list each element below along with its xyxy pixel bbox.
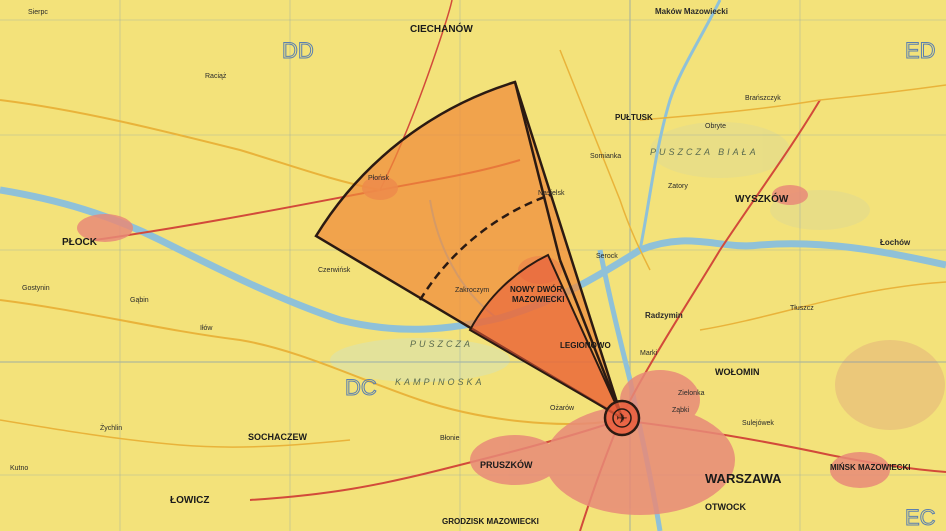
approach-sector bbox=[314, 80, 625, 421]
region-labels: DD ED DC EC bbox=[282, 38, 937, 531]
town-label: Kutno bbox=[10, 465, 28, 472]
town-label: Gostynin bbox=[22, 285, 50, 292]
city-minsk: MIŃSK MAZOWIECKI bbox=[830, 463, 910, 472]
city-labels: CIECHANÓW PŁOCK WYSZKÓW NOWY DWÓR MAZOWI… bbox=[62, 7, 911, 526]
city-plock: PŁOCK bbox=[62, 237, 98, 248]
city-lowicz: ŁOWICZ bbox=[170, 495, 209, 506]
region-label-ec: EC bbox=[905, 505, 936, 530]
city-radzymin: Radzymin bbox=[645, 311, 683, 320]
town-label: Tłuszcz bbox=[790, 305, 814, 312]
city-wyszkow: WYSZKÓW bbox=[735, 192, 789, 205]
airplane-icon: ✈ bbox=[616, 410, 628, 426]
town-labels: Sierpc Raciąż Płońsk Nasielsk Serock Zak… bbox=[10, 9, 814, 472]
city-grodzisk: GRODZISK MAZOWIECKI bbox=[442, 517, 539, 526]
town-label: Nasielsk bbox=[538, 190, 565, 197]
city-otwock: OTWOCK bbox=[705, 502, 746, 512]
forest-label-puszcza: PUSZCZA bbox=[410, 339, 473, 349]
forest-labels: PUSZCZA BIAŁA PUSZCZA KAMPINOSKA bbox=[395, 147, 759, 387]
airport-marker[interactable]: ✈ bbox=[603, 399, 641, 437]
town-label: Zatory bbox=[668, 183, 688, 190]
city-nowy-dwor-2: MAZOWIECKI bbox=[512, 295, 564, 304]
town-label: Somianka bbox=[590, 153, 621, 160]
town-label: Czerwińsk bbox=[318, 267, 351, 274]
town-label: Obryte bbox=[705, 123, 726, 130]
region-label-ed: ED bbox=[905, 38, 936, 63]
city-makow: Maków Mazowiecki bbox=[655, 7, 728, 16]
town-label: Błonie bbox=[440, 435, 460, 442]
town-label: Marki bbox=[640, 350, 658, 357]
town-label: Brańszczyk bbox=[745, 95, 781, 102]
town-label: Zakroczym bbox=[455, 287, 489, 294]
city-legionowo: LEGIONOWO bbox=[560, 341, 611, 350]
city-pruszkow: PRUSZKÓW bbox=[480, 459, 533, 470]
forest-label-biala: PUSZCZA BIAŁA bbox=[650, 147, 759, 157]
town-label: Płońsk bbox=[368, 175, 390, 182]
town-label: Zielonka bbox=[678, 390, 705, 397]
sector-dashed-arc bbox=[418, 193, 551, 301]
town-label: Iłów bbox=[200, 325, 213, 332]
town-label: Gąbin bbox=[130, 297, 149, 304]
city-wolomin: WOŁOMIN bbox=[715, 367, 760, 377]
region-label-dd: DD bbox=[282, 38, 314, 63]
town-label: Serock bbox=[596, 253, 618, 260]
city-ciechanow: CIECHANÓW bbox=[410, 22, 473, 35]
town-label: Ząbki bbox=[672, 407, 690, 414]
town-label: Sulejówek bbox=[742, 420, 774, 427]
city-sochaczew: SOCHACZEW bbox=[248, 432, 308, 442]
city-warszawa: WARSZAWA bbox=[705, 471, 782, 486]
city-nowy-dwor: NOWY DWÓR bbox=[510, 285, 563, 294]
city-pultusk: PUŁTUSK bbox=[615, 113, 653, 122]
city-lochow: Łochów bbox=[880, 238, 911, 247]
town-label: Raciąż bbox=[205, 73, 227, 80]
region-label-dc: DC bbox=[345, 375, 377, 400]
sector-outer-right-arc bbox=[558, 259, 624, 419]
town-label: Żychlin bbox=[100, 423, 122, 432]
sector-right-edge bbox=[513, 81, 562, 261]
town-label: Sierpc bbox=[28, 9, 48, 16]
inner-sector bbox=[468, 253, 625, 421]
town-label: Ożarów bbox=[550, 405, 575, 412]
forest-label-kampinoska: KAMPINOSKA bbox=[395, 377, 485, 387]
